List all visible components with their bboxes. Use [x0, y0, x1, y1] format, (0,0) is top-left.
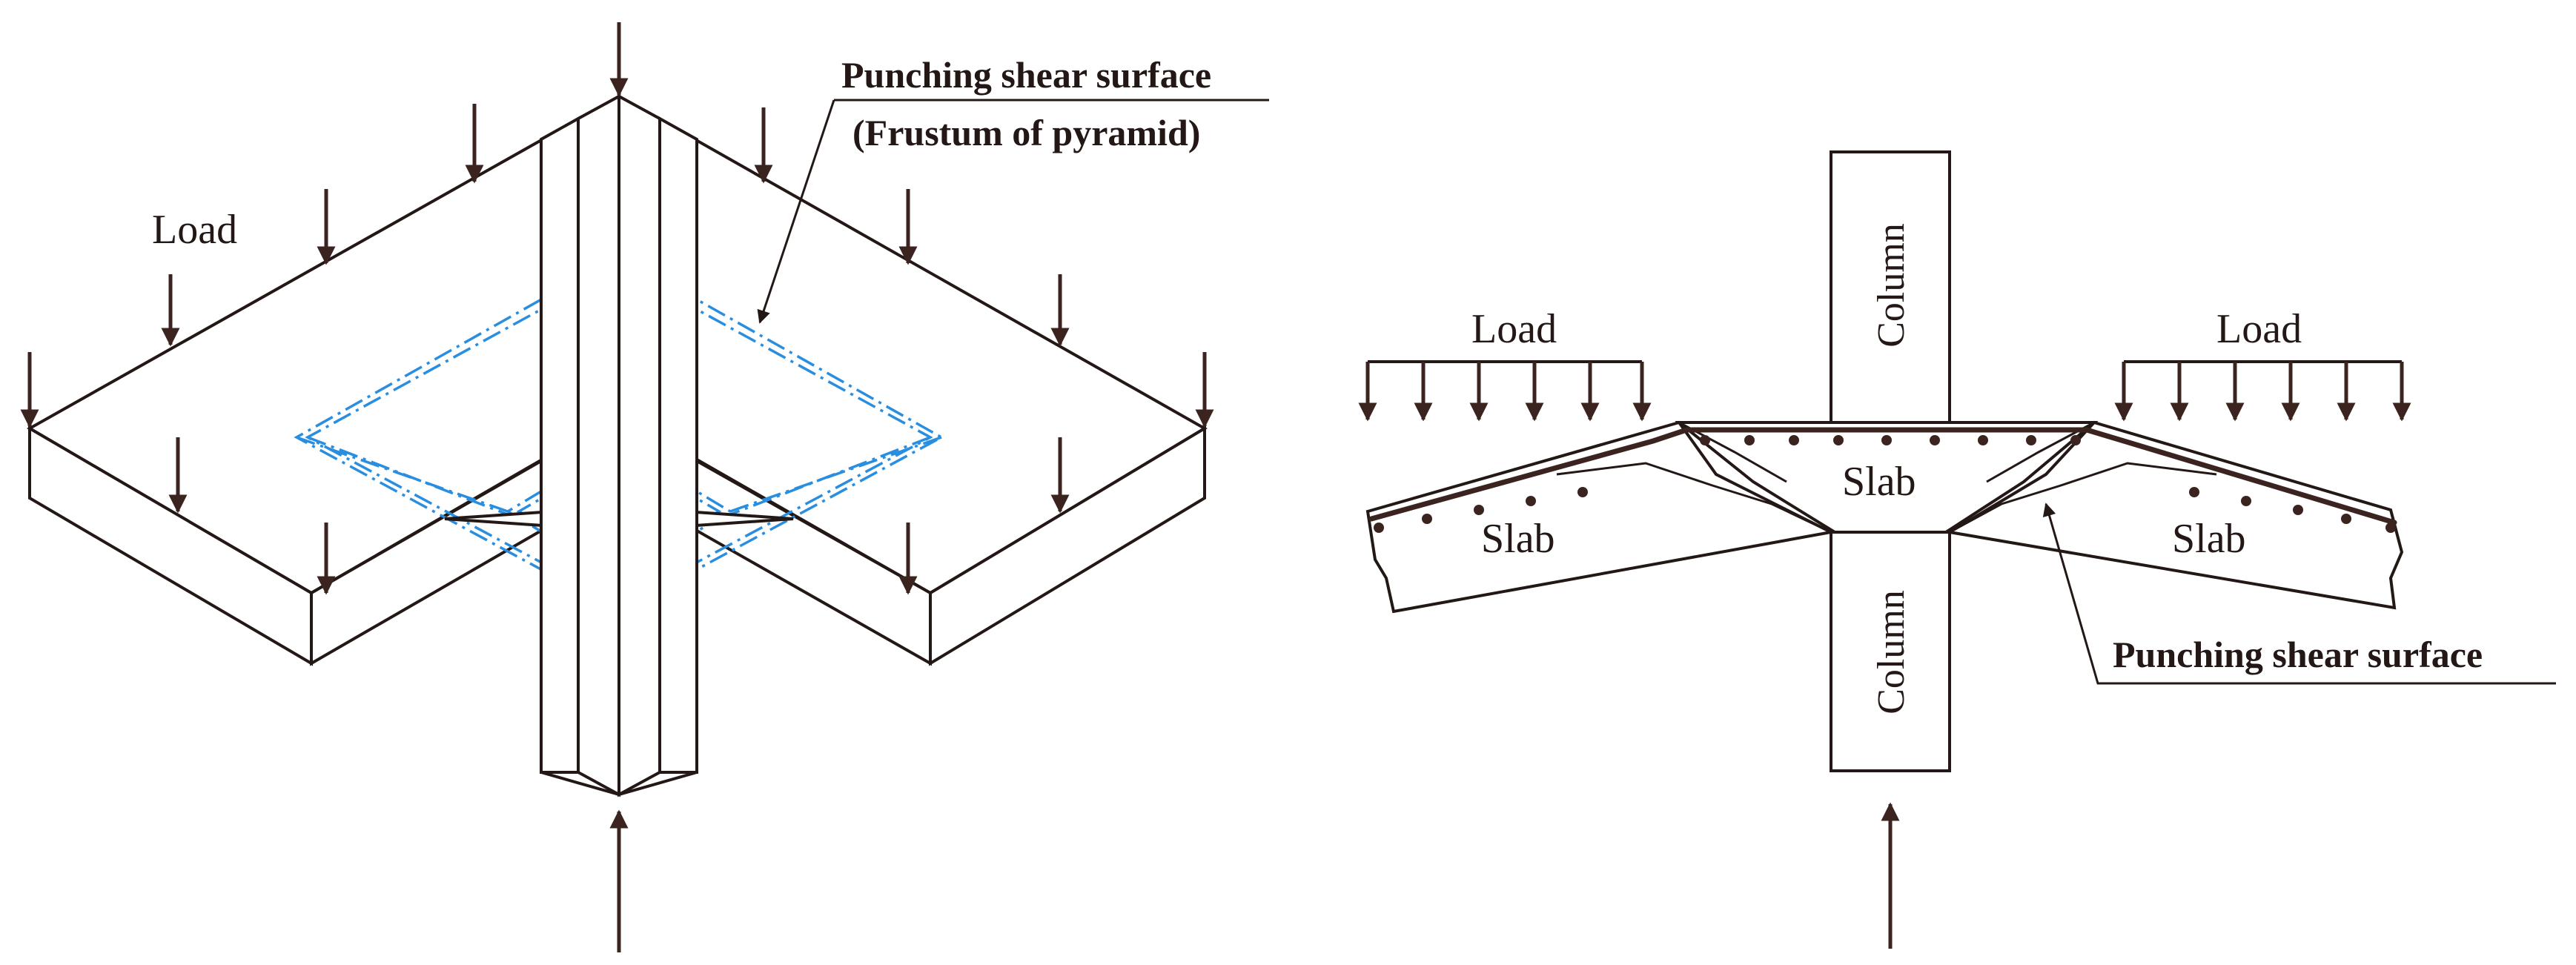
right-shear-crack	[1949, 462, 2217, 534]
right-distributed-load	[2114, 360, 2411, 422]
section-view: Column	[1358, 150, 2556, 949]
right-slab	[1945, 420, 2404, 610]
section-shear-surface-label: Punching shear surface	[2113, 634, 2483, 675]
slab-right-side-face	[929, 425, 1206, 666]
section-shear-leader	[2042, 503, 2556, 685]
top-reinforcement	[1368, 427, 2397, 525]
isometric-slab-column: Load Punching shear surface (Frustum of …	[20, 22, 1269, 952]
shear-surface-title: Punching shear surface	[841, 54, 1211, 96]
center-slab-label: Slab	[1842, 459, 1916, 505]
lower-column	[1830, 531, 1951, 772]
right-slab-label: Slab	[2172, 516, 2246, 562]
rebar-dots	[1374, 435, 2396, 533]
left-distributed-load	[1358, 360, 1652, 422]
lower-column-label: Column	[1870, 590, 1913, 714]
upper-column-label: Column	[1870, 223, 1913, 348]
shear-surface-subtitle: (Frustum of pyramid)	[852, 112, 1200, 153]
shear-surface-leader	[757, 99, 835, 324]
left-shear-crack	[1556, 462, 1832, 534]
left-load-label: Load	[1471, 306, 1557, 352]
column	[540, 93, 698, 797]
slab-load-arrows	[20, 22, 1214, 595]
left-slab-label: Slab	[1481, 516, 1555, 562]
right-load-label: Load	[2216, 306, 2302, 352]
load-label: Load	[152, 207, 237, 253]
